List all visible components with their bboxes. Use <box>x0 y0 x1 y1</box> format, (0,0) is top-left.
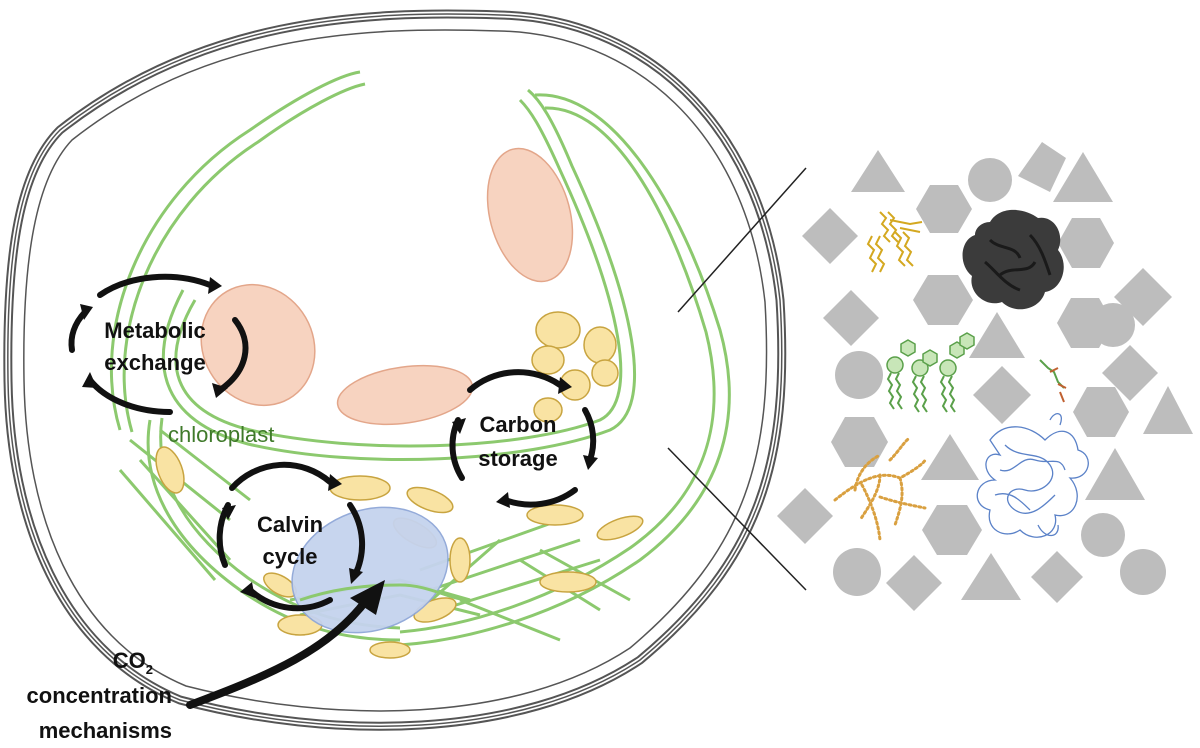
starch-granule <box>583 326 617 364</box>
chloroplast-label: chloroplast <box>168 422 274 447</box>
starch-granules <box>155 311 644 659</box>
chloroplast-membrane <box>109 70 731 647</box>
metabolic-exchange-cycle: Metabolic exchange <box>68 273 249 416</box>
carbon-label-line1: Carbon <box>480 412 557 437</box>
circle-molecule <box>968 158 1012 202</box>
carbon-label-line2: storage <box>478 446 557 471</box>
diamond-molecule <box>823 290 879 346</box>
circular-cycle-arrow-icon <box>216 461 366 612</box>
hexagon-molecule <box>913 275 973 325</box>
carbon-storage-cycle: Carbon storage <box>449 369 598 508</box>
starch-granule <box>449 537 471 583</box>
phospholipid-molecule-icon <box>886 332 975 413</box>
hexagon-molecule <box>922 505 982 555</box>
vacuole <box>486 147 574 283</box>
triangle-molecule <box>921 434 979 480</box>
co2-label-line1: CO2 <box>113 648 153 677</box>
diamond-molecule <box>777 488 833 544</box>
diamond-molecule <box>1102 345 1158 401</box>
hexagon-molecule <box>831 417 888 467</box>
starch-granule <box>531 345 565 375</box>
lipid-molecule-icon <box>866 211 923 273</box>
hexagon-molecule <box>1057 298 1113 348</box>
diamond-molecule <box>886 555 942 611</box>
cell-wall <box>3 9 787 731</box>
starch-granule <box>539 571 597 593</box>
curved-arrow-icon <box>186 594 372 709</box>
circle-molecule <box>833 548 881 596</box>
diamond-molecule <box>1031 551 1083 603</box>
diamond-molecule <box>1018 142 1066 192</box>
vacuole <box>200 283 316 407</box>
hexagon-molecule <box>1058 218 1114 268</box>
diamond-molecule <box>802 208 858 264</box>
zoom-lines <box>667 167 807 591</box>
circle-molecule <box>1120 549 1166 595</box>
starch-granule <box>406 486 454 514</box>
unfolded-protein-chain-icon <box>976 413 1089 538</box>
starch-granule <box>535 311 581 349</box>
pyrenoid-tubules <box>299 583 471 602</box>
hexagon-molecule <box>1073 387 1129 437</box>
calvin-label-line2: cycle <box>262 544 317 569</box>
triangle-molecule <box>1085 448 1145 500</box>
protein-structure-icon <box>962 209 1064 310</box>
circle-molecule <box>835 351 883 399</box>
co2-label-line3: mechanisms <box>39 718 172 743</box>
starch-granule <box>533 397 563 423</box>
starch-granule <box>591 359 619 387</box>
diamond-molecule <box>1114 268 1172 326</box>
branched-polymer-icon <box>833 436 927 542</box>
co2-label-line2: concentration <box>27 683 172 708</box>
co2-concentration-arrow <box>186 580 385 709</box>
vacuoles <box>200 147 574 426</box>
circle-molecule <box>1081 513 1125 557</box>
starch-granule <box>155 446 185 494</box>
metabolic-label-line2: exchange <box>104 350 206 375</box>
triangle-molecule <box>851 150 905 192</box>
triangle-molecule <box>969 312 1025 358</box>
starch-granule <box>596 515 644 541</box>
starch-granule <box>369 641 411 659</box>
triangle-molecule <box>1143 386 1193 434</box>
triangle-molecule <box>1053 152 1113 202</box>
triangle-molecule <box>961 553 1021 600</box>
diamond-molecule <box>973 366 1031 424</box>
calvin-cycle: Calvin cycle <box>216 461 366 612</box>
metabolic-label-line1: Metabolic <box>104 318 205 343</box>
small-molecule-icon <box>1039 359 1067 403</box>
calvin-label-line1: Calvin <box>257 512 323 537</box>
crowded-cytoplasm-panel <box>777 142 1193 611</box>
hexagon-molecule <box>916 185 972 233</box>
starch-granule <box>526 504 584 526</box>
starch-granule <box>329 475 391 501</box>
